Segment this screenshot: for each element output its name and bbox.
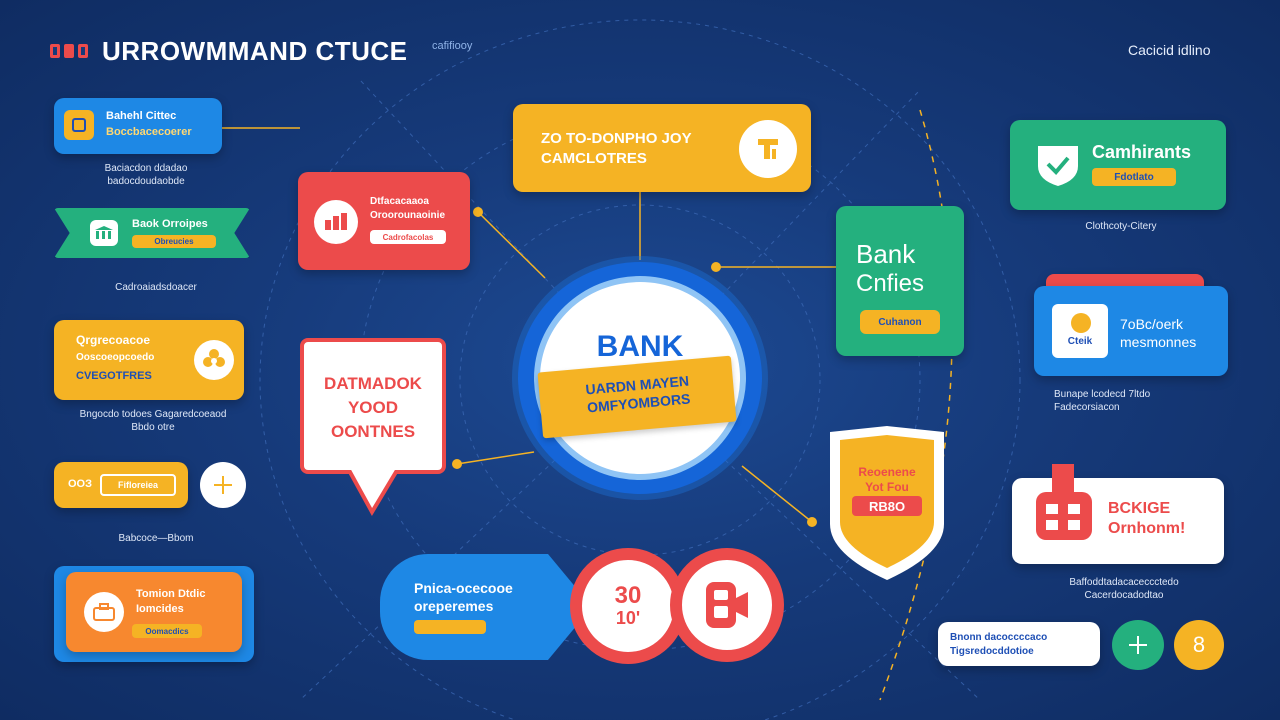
page-subtitle: cafifiooy <box>432 40 473 52</box>
plus-icon <box>214 476 232 494</box>
shield-check-icon <box>1038 146 1078 186</box>
right-caption-3: Baffoddtadacaceccctedo Cacerdocadodtao <box>1069 577 1179 601</box>
right-caption-2: Bunape lcodecd 7ltdo Fadecorsiacon <box>1054 389 1151 413</box>
right-caption-1: Clothcoty-Citery <box>1085 221 1157 232</box>
finance-icon <box>314 200 358 244</box>
plus-icon <box>1129 636 1147 654</box>
left-card-2-title: Baok Orroipes <box>132 218 208 230</box>
ticket-icon <box>739 120 797 178</box>
bank-offices-card[interactable]: Bank Cnfies Cuhanon <box>836 206 964 356</box>
bank-offices-title-2: Cnfies <box>856 270 925 297</box>
left-card-3-title: Qrgrecoacoe <box>76 333 151 347</box>
right-card-1[interactable]: Camhirants Fdotlato <box>1010 120 1226 210</box>
inner-left-card-1-subtitle: Oroorounaoinie <box>370 210 445 221</box>
center-title: BANK <box>596 330 684 363</box>
right-card-3-subtitle: Ornhonm! <box>1108 520 1186 537</box>
left-caption-2: Cadroaiadsdoacer <box>115 282 197 293</box>
left-card-4-title: ООЗ <box>68 478 93 490</box>
bottom-center-line-2: oreperemes <box>414 598 494 614</box>
right-card-4[interactable]: Bnonn dacoccccaco Tigsredocddotioe <box>938 622 1100 666</box>
inner-left-card-1[interactable]: Dtfacacaaoa Oroorounaoinie Cadrofacolas <box>298 172 470 270</box>
right-card-2[interactable]: Cteik 7oBc/oerk mesmonnes <box>1034 286 1228 376</box>
right-card-2-title: 7oBc/oerk <box>1120 316 1184 332</box>
number-button-label: 8 <box>1192 632 1206 658</box>
left-card-2-badge: Obreucies <box>132 235 216 248</box>
top-card-line-1: ZO TO-DONPHO JOY <box>541 130 692 147</box>
inner-left-card-2-line-1: DATMADOK <box>324 374 422 393</box>
left-card-2[interactable]: Baok Orroipes Obreucies <box>54 208 250 258</box>
inner-left-card-2-line-2: YOOD <box>347 398 399 417</box>
left-card-1[interactable]: Bahehl Cittec Boccbacecoerer <box>54 98 222 154</box>
shield-line-1: Reoenene <box>858 465 916 479</box>
right-card-3-title: BCKIGE <box>1108 500 1171 517</box>
right-card-4-title: Bnonn dacoccccaco <box>950 632 1048 643</box>
left-caption-4: Babcoce—Bbom <box>118 533 194 544</box>
shield-line-2: Yot Fou <box>865 480 909 494</box>
document-icon <box>64 110 94 140</box>
inner-left-card-1-badge: Cadrofacolas <box>370 230 446 244</box>
inner-left-card-1-title: Dtfacacaaoa <box>370 196 429 207</box>
gift-icon <box>1036 464 1092 540</box>
page-title: URROWMMAND CTUCE <box>102 36 408 66</box>
bank-logo-text: Cteik <box>1067 336 1093 347</box>
right-card-1-title: Camhirants <box>1092 142 1192 162</box>
bottom-center-badge <box>414 620 486 634</box>
left-card-3-subtitle2: CVEGOTFRES <box>76 370 152 382</box>
left-card-1-subtitle: Boccbacecoerer <box>106 126 192 138</box>
right-card-3[interactable]: BCKIGE Ornhonm! <box>1012 464 1224 564</box>
bank-icon <box>90 220 118 246</box>
speech-bubble-shape <box>300 338 446 517</box>
left-card-5-subtitle: Iomcides <box>136 603 184 615</box>
shield-badge: RB8O <box>852 496 922 516</box>
add-button[interactable] <box>200 462 246 508</box>
bank-offices-title-1: Bank <box>856 239 916 269</box>
number-button[interactable]: 8 <box>1174 620 1224 670</box>
right-card-2-subtitle: mesmonnes <box>1120 334 1197 350</box>
left-caption-3: Bngocdo todoes Gagaredcoeaod Bbdo otre <box>79 409 227 433</box>
flower-icon <box>194 340 234 380</box>
right-card-1-badge: Fdotlato <box>1092 168 1176 186</box>
left-caption-1: Baciacdon ddadao badocdoudaobde <box>104 163 188 187</box>
inner-left-card-2-line-3: OONTNES <box>330 422 416 441</box>
bank-logo-icon: Cteik <box>1052 304 1108 358</box>
left-card-1-title: Bahehl Cittec <box>106 110 177 122</box>
left-card-4-badge: Fifloreiea <box>100 474 176 496</box>
briefcase-icon <box>84 592 124 632</box>
left-card-5[interactable]: Tomion Dtdic Iomcides Oomacdics <box>66 572 242 652</box>
left-card-5-title: Tomion Dtdic <box>136 588 206 600</box>
right-card-4-subtitle: Tigsredocddotioe <box>950 646 1034 657</box>
left-card-3-subtitle: Ooscoeopcoedo <box>76 352 155 363</box>
logo-icon <box>50 44 88 58</box>
header-right-label: Cacicid idlino <box>1128 42 1211 58</box>
add-item-button[interactable] <box>1112 620 1164 670</box>
bottom-center-line-1: Pnica-ocecooe <box>414 580 513 596</box>
camera-icon <box>706 582 748 628</box>
top-card-line-2: CAMCLOTRES <box>541 150 647 167</box>
counter-number: 30 <box>614 582 642 609</box>
left-card-5-badge: Oomacdics <box>132 624 202 638</box>
top-card[interactable]: ZO TO-DONPHO JOY CAMCLOTRES <box>513 104 811 192</box>
counter-sub: 10' <box>615 608 641 628</box>
left-card-4[interactable]: ООЗ Fifloreiea <box>54 462 188 508</box>
bank-offices-badge: Cuhanon <box>860 310 940 334</box>
left-card-3[interactable]: Qrgrecoacoe Ooscoeopcoedo CVEGOTFRES <box>54 320 244 400</box>
